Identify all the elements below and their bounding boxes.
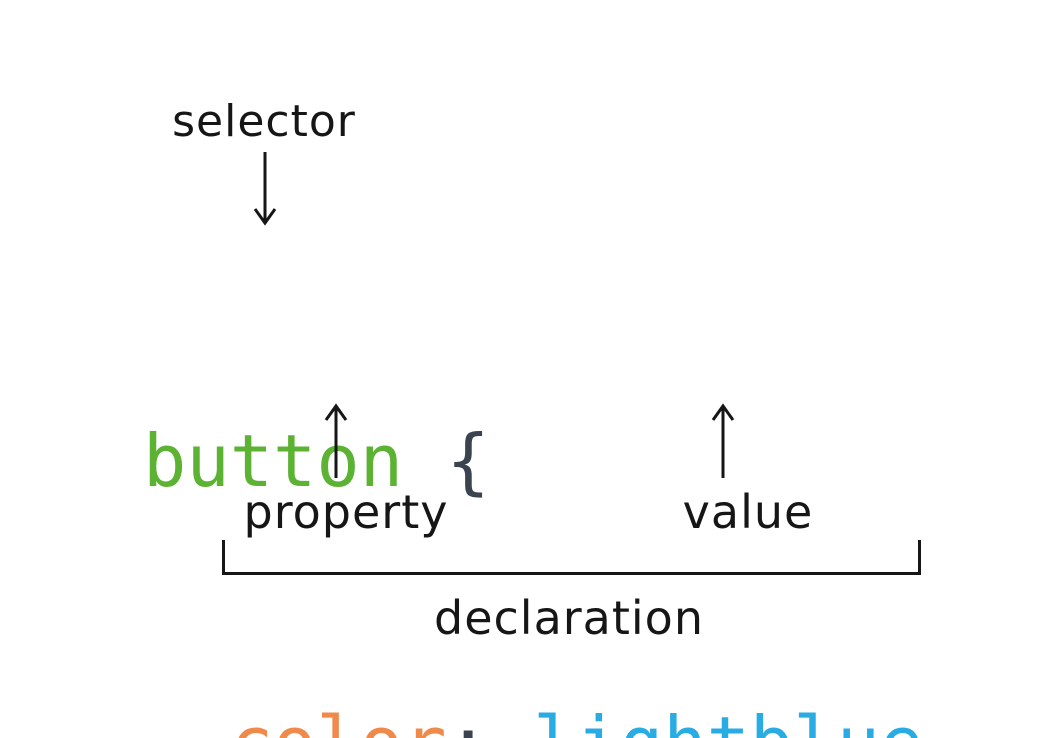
arrow-up-icon	[324, 403, 348, 478]
open-brace-token: {	[446, 419, 490, 503]
css-property-token: color	[230, 701, 447, 738]
css-value-token: lightblue	[533, 701, 923, 738]
declaration-bracket	[222, 540, 921, 575]
arrow-up-icon	[711, 403, 735, 478]
property-label: property	[243, 485, 449, 539]
code-line: color: lightblue	[143, 696, 924, 738]
css-code-block: button { color: lightblue }	[143, 226, 923, 738]
declaration-label: declaration	[434, 591, 704, 645]
arrow-down-icon	[253, 152, 277, 226]
css-selector-token: button	[143, 419, 404, 503]
whitespace	[143, 701, 230, 738]
selector-label: selector	[172, 96, 356, 147]
whitespace	[490, 701, 533, 738]
code-line: button {	[143, 414, 923, 508]
value-label: value	[682, 485, 814, 539]
colon-token: :	[446, 701, 489, 738]
